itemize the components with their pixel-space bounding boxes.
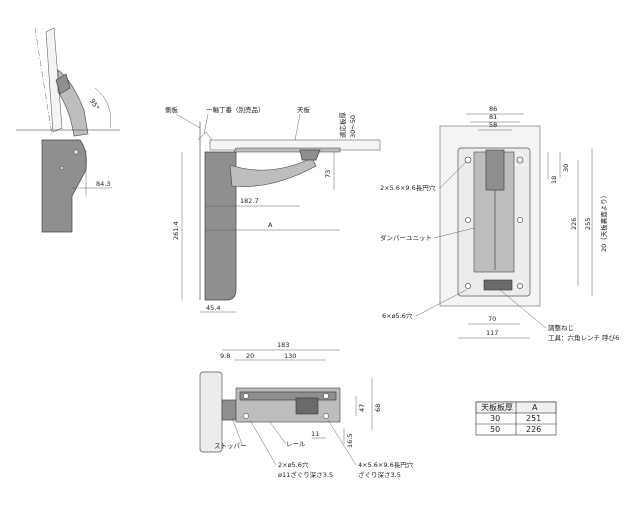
holes-a-leader xyxy=(249,419,277,466)
dim-165-label: 16.5 xyxy=(346,434,354,448)
adjust-block xyxy=(483,279,513,291)
top-panel-label: 天板 xyxy=(297,105,311,114)
rail-label: レール xyxy=(286,440,306,448)
tool-label: 工具：六角レンチ 呼び6 xyxy=(548,333,619,342)
center-line xyxy=(34,27,53,136)
mount-plate xyxy=(199,371,223,453)
round-holes-label: 6×ø5.6穴 xyxy=(382,311,413,320)
hole xyxy=(465,283,471,289)
pivot-pin-2 xyxy=(59,165,65,171)
table-cell: 251 xyxy=(526,414,541,423)
thickness-range-1: 適応板厚 xyxy=(338,112,347,139)
side-panel-leader xyxy=(175,113,201,129)
hole xyxy=(516,156,524,164)
stopper-label: ストッパー xyxy=(214,442,247,450)
top-ref-label: 20（天板裏面より） xyxy=(599,192,608,252)
table-header-a: A xyxy=(532,403,538,412)
dim-81-label: 81 xyxy=(489,113,497,121)
dim-255-label: 255 xyxy=(584,218,592,230)
dim-86-label: 86 xyxy=(489,105,497,113)
dim-70-label: 70 xyxy=(488,315,496,323)
dim-182-label: 182.7 xyxy=(240,197,259,205)
angle-arc xyxy=(94,87,112,129)
stopper-leader xyxy=(231,417,243,445)
slot-holes-label: 2×5.6×9.6長円穴 xyxy=(380,183,436,192)
mechanism-body xyxy=(41,139,87,233)
bottom-holes-a2: ø11ざぐり深さ3.5 xyxy=(278,470,333,479)
hole xyxy=(464,156,472,164)
bottom-holes-b2: ざぐり深さ3.5 xyxy=(358,470,401,479)
hinge-label: 一軸丁番（別売品） xyxy=(206,105,265,114)
front-view: 86 81 58 18 30 226 255 20（天板裏面より） 2×5.6×… xyxy=(380,105,619,342)
adjust-leader xyxy=(499,289,547,329)
damper-leader xyxy=(433,227,475,239)
top-view: 183 9.8 20 130 47 68 16.5 11 ストッパー レール 2… xyxy=(199,341,414,479)
dim-A-label: A xyxy=(268,221,273,229)
slot-leader xyxy=(439,161,467,189)
hole xyxy=(243,413,249,419)
pivot-pin xyxy=(73,149,79,155)
dim-73-label: 73 xyxy=(324,170,332,178)
side-mechanism-body xyxy=(204,151,237,301)
stopper-block xyxy=(221,399,237,421)
dim-226-label: 226 xyxy=(570,218,578,230)
dim-117-label: 117 xyxy=(486,329,498,337)
dim-18-label: 18 xyxy=(550,176,558,184)
table-cell: 226 xyxy=(526,425,541,434)
open-position-view: 95° 84.3 xyxy=(16,27,120,233)
table-cell: 50 xyxy=(490,425,500,434)
arm-head xyxy=(299,149,321,161)
dim-47-label: 47 xyxy=(358,404,366,412)
rail-leader xyxy=(269,421,287,445)
hole xyxy=(243,393,249,399)
dim-68-label: 68 xyxy=(374,404,382,412)
rail-top xyxy=(239,391,337,401)
slider xyxy=(295,397,319,415)
table-header-thickness: 天板板厚 xyxy=(481,402,513,412)
dim-98-label: 9.8 xyxy=(220,352,230,360)
side-view: 側板 一軸丁番（別売品） 天板 適応板厚 30〜50 73 182.7 A 26… xyxy=(165,105,381,313)
angle-label: 95° xyxy=(88,97,101,111)
top-panel-leader xyxy=(294,113,301,141)
hole xyxy=(323,413,329,419)
holes-b-leader xyxy=(327,419,357,466)
dim-130-label: 130 xyxy=(284,352,296,360)
dim-261-label: 261.4 xyxy=(172,221,180,240)
hole xyxy=(517,283,523,289)
arm-bracket xyxy=(55,73,71,95)
hole xyxy=(517,217,523,223)
dim-84-label: 84.3 xyxy=(96,180,110,188)
thickness-range-2: 30〜50 xyxy=(349,115,357,138)
side-arm xyxy=(229,157,317,187)
raised-top-panel xyxy=(45,27,63,133)
bottom-holes-a1: 2×ø5.6穴 xyxy=(278,460,309,469)
damper-unit-label: ダンパーユニット xyxy=(380,233,432,242)
dim-11-label: 11 xyxy=(311,430,319,438)
dim-58-label: 58 xyxy=(489,121,497,129)
dim-30-label: 30 xyxy=(562,164,570,172)
top-plate xyxy=(233,147,341,153)
bottom-holes-b1: 4×5.6×9.6長円穴 xyxy=(358,460,414,469)
dim-183-label: 183 xyxy=(277,341,289,349)
hole xyxy=(323,393,329,399)
hinge-symbol xyxy=(197,131,213,141)
dim-45-label: 45.4 xyxy=(206,304,220,312)
dim-20-label: 20 xyxy=(246,352,254,360)
table-cell: 30 xyxy=(490,414,500,423)
hole xyxy=(465,217,471,223)
thickness-table: 天板板厚 A 30 251 50 226 xyxy=(475,401,557,436)
round-leader xyxy=(415,289,467,317)
side-panel-label: 側板 xyxy=(165,105,179,114)
damper-head xyxy=(485,149,505,191)
hinge-leader xyxy=(203,113,209,135)
adjust-screw-label: 調整ねじ xyxy=(548,323,574,332)
